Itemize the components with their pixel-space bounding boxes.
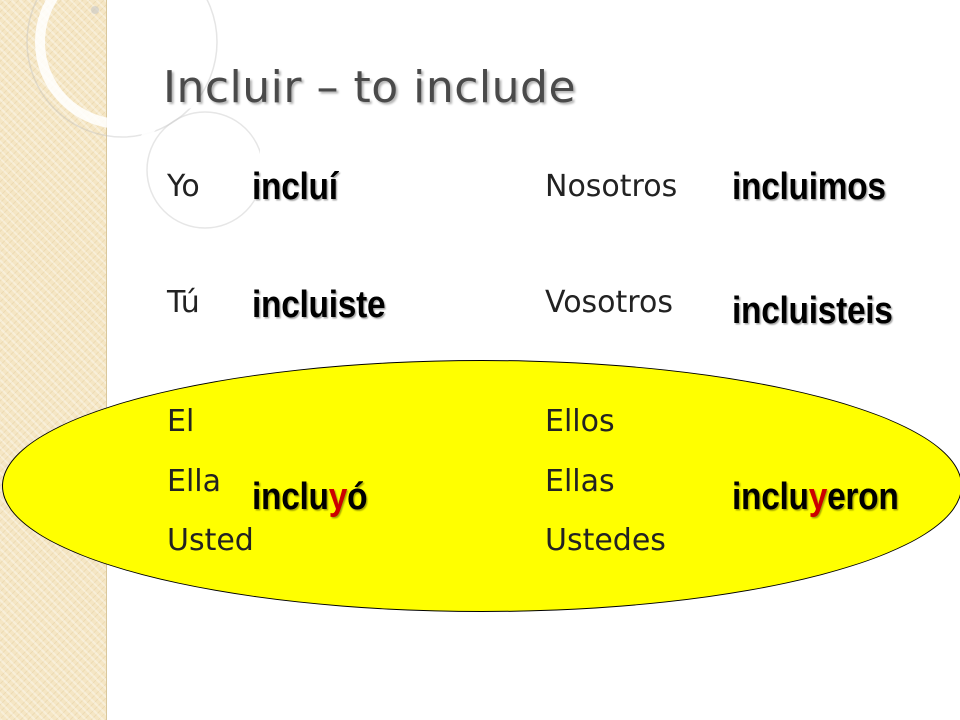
pronoun-vosotros: Vosotros <box>545 285 673 320</box>
slide-title: Incluir – to include <box>163 62 577 113</box>
pronoun-ellos: Ellos <box>545 404 615 439</box>
verb-ellos-ellas-ustedes: incluyeron <box>732 476 899 518</box>
pronoun-ellas: Ellas <box>545 464 615 499</box>
pronoun-usted: Usted <box>167 523 254 558</box>
highlight-oval <box>2 360 960 612</box>
verb-vosotros: incluisteis <box>732 290 893 332</box>
verb-yo: incluí <box>252 166 338 208</box>
pronoun-ella: Ella <box>167 464 222 499</box>
pronoun-ustedes: Ustedes <box>545 523 666 558</box>
verb-nosotros: incluimos <box>732 166 886 208</box>
pronoun-tu: Tú <box>167 285 200 320</box>
verb-tu: incluiste <box>252 284 386 326</box>
decorative-circles-graphic <box>26 0 260 243</box>
verb-el-ella-usted: incluyó <box>252 476 368 518</box>
pronoun-el: El <box>167 404 195 439</box>
pronoun-nosotros: Nosotros <box>545 169 678 204</box>
pronoun-yo: Yo <box>167 169 200 204</box>
